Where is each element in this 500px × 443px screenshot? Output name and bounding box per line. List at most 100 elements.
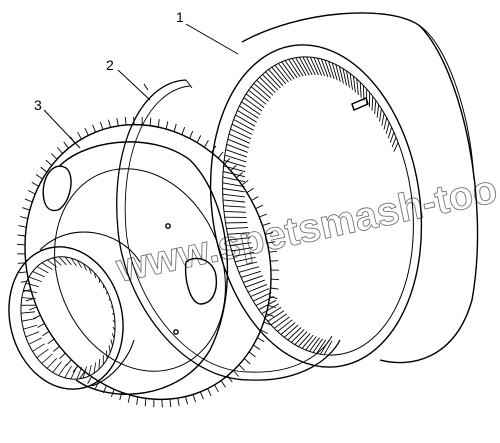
hub-hole-1: [166, 224, 170, 228]
bore-spline: [99, 359, 100, 369]
housing-slot: [352, 98, 368, 110]
ring-tooth: [235, 115, 255, 126]
ring-tooth: [360, 82, 361, 98]
hub-tooth: [137, 397, 138, 405]
bore-spline: [59, 257, 66, 265]
bore-spline: [113, 327, 115, 331]
hub-tooth: [193, 395, 196, 403]
callout-label-3: 3: [34, 97, 42, 113]
bore-spline: [33, 344, 45, 352]
bore-spline: [42, 263, 52, 270]
leader-3: [44, 110, 80, 148]
hub-hole-2: [174, 330, 178, 334]
ring-tooth: [299, 333, 311, 346]
hub-tooth: [228, 376, 233, 382]
bore-spline: [29, 338, 42, 344]
hub-tooth: [85, 128, 89, 135]
ring-tooth: [347, 71, 350, 88]
hub-tooth: [33, 315, 40, 319]
hub-tooth: [29, 307, 36, 310]
ring-tooth: [243, 276, 262, 283]
hub-tooth: [60, 353, 66, 359]
bore-spline: [53, 258, 61, 266]
ring-tooth: [268, 311, 284, 322]
hub-tooth: [197, 136, 201, 143]
callout-label-1: 1: [176, 9, 184, 25]
hub-tooth: [257, 338, 264, 342]
ring-tooth: [386, 122, 389, 133]
ring-tooth: [242, 102, 261, 115]
ring-tooth: [392, 137, 396, 147]
hub-tooth: [182, 127, 185, 135]
hub-tooth: [17, 244, 25, 245]
bore-spline: [33, 272, 45, 277]
hub-tooth: [48, 339, 54, 344]
hub-tooth: [25, 199, 32, 202]
ring-tooth: [228, 139, 249, 148]
hub-tooth: [22, 208, 30, 211]
ring-tooth: [223, 206, 245, 208]
ring-tooth: [284, 325, 298, 337]
hub-tooth: [190, 131, 193, 138]
ring-tooth: [223, 189, 245, 192]
ring-tooth: [232, 124, 252, 134]
ring-tooth: [223, 194, 245, 197]
hub-tooth: [271, 288, 279, 289]
hub-tooth: [204, 140, 208, 147]
hub-tooth: [42, 331, 49, 335]
hub-tooth: [125, 117, 126, 125]
ring-tooth: [223, 177, 245, 182]
hub-tooth: [215, 385, 219, 392]
bore-spline: [26, 332, 39, 337]
ring-tooth: [382, 113, 384, 125]
ring-tooth: [256, 296, 274, 305]
hub-tooth: [186, 397, 188, 405]
ring-tooth: [229, 134, 250, 143]
hub-tooth: [64, 142, 69, 148]
ring-tooth: [380, 109, 382, 122]
hub-tooth: [145, 398, 146, 406]
hub-tooth: [100, 122, 103, 130]
ring-tooth: [313, 339, 323, 353]
bore-spline: [37, 267, 48, 273]
hub-tooth: [128, 395, 130, 403]
hub-tooth: [162, 399, 163, 407]
ring-tooth: [291, 330, 304, 343]
bore-spline: [21, 312, 35, 313]
bore-spline: [53, 362, 62, 373]
hub-tooth: [66, 360, 71, 366]
hub-tooth: [41, 167, 47, 172]
hub-tooth: [109, 120, 111, 128]
ring-tooth: [394, 142, 398, 151]
bore-spline: [109, 299, 110, 300]
hub-tooth: [93, 125, 96, 132]
hub-tooth: [178, 398, 180, 406]
hub-tooth: [20, 217, 28, 219]
ring-tooth: [223, 200, 245, 202]
ring-tooth: [262, 304, 279, 314]
ring-tooth: [224, 211, 246, 212]
housing-rear-rim: [420, 26, 474, 180]
hub-tooth: [249, 352, 255, 357]
callout-label-2: 2: [106, 57, 114, 73]
hub-tooth: [78, 132, 82, 139]
ring-tooth: [271, 314, 287, 325]
hub-tooth: [252, 197, 259, 201]
ring-tooth: [388, 127, 391, 138]
hub-tooth: [28, 190, 35, 194]
hub-tooth: [200, 392, 203, 399]
ring-tooth: [329, 61, 335, 79]
hub-tooth: [117, 118, 119, 126]
hub-tooth: [239, 365, 245, 371]
hub-tooth: [38, 324, 45, 328]
bore-spline: [112, 333, 114, 338]
ring-tooth: [375, 100, 376, 114]
hub-tooth: [208, 389, 212, 396]
ring-tooth: [390, 132, 394, 142]
ring-tooth: [309, 338, 319, 352]
bore-spline: [26, 283, 39, 287]
hub-tooth: [51, 154, 57, 160]
hub-tooth: [270, 261, 278, 262]
hub-tooth: [88, 377, 92, 384]
